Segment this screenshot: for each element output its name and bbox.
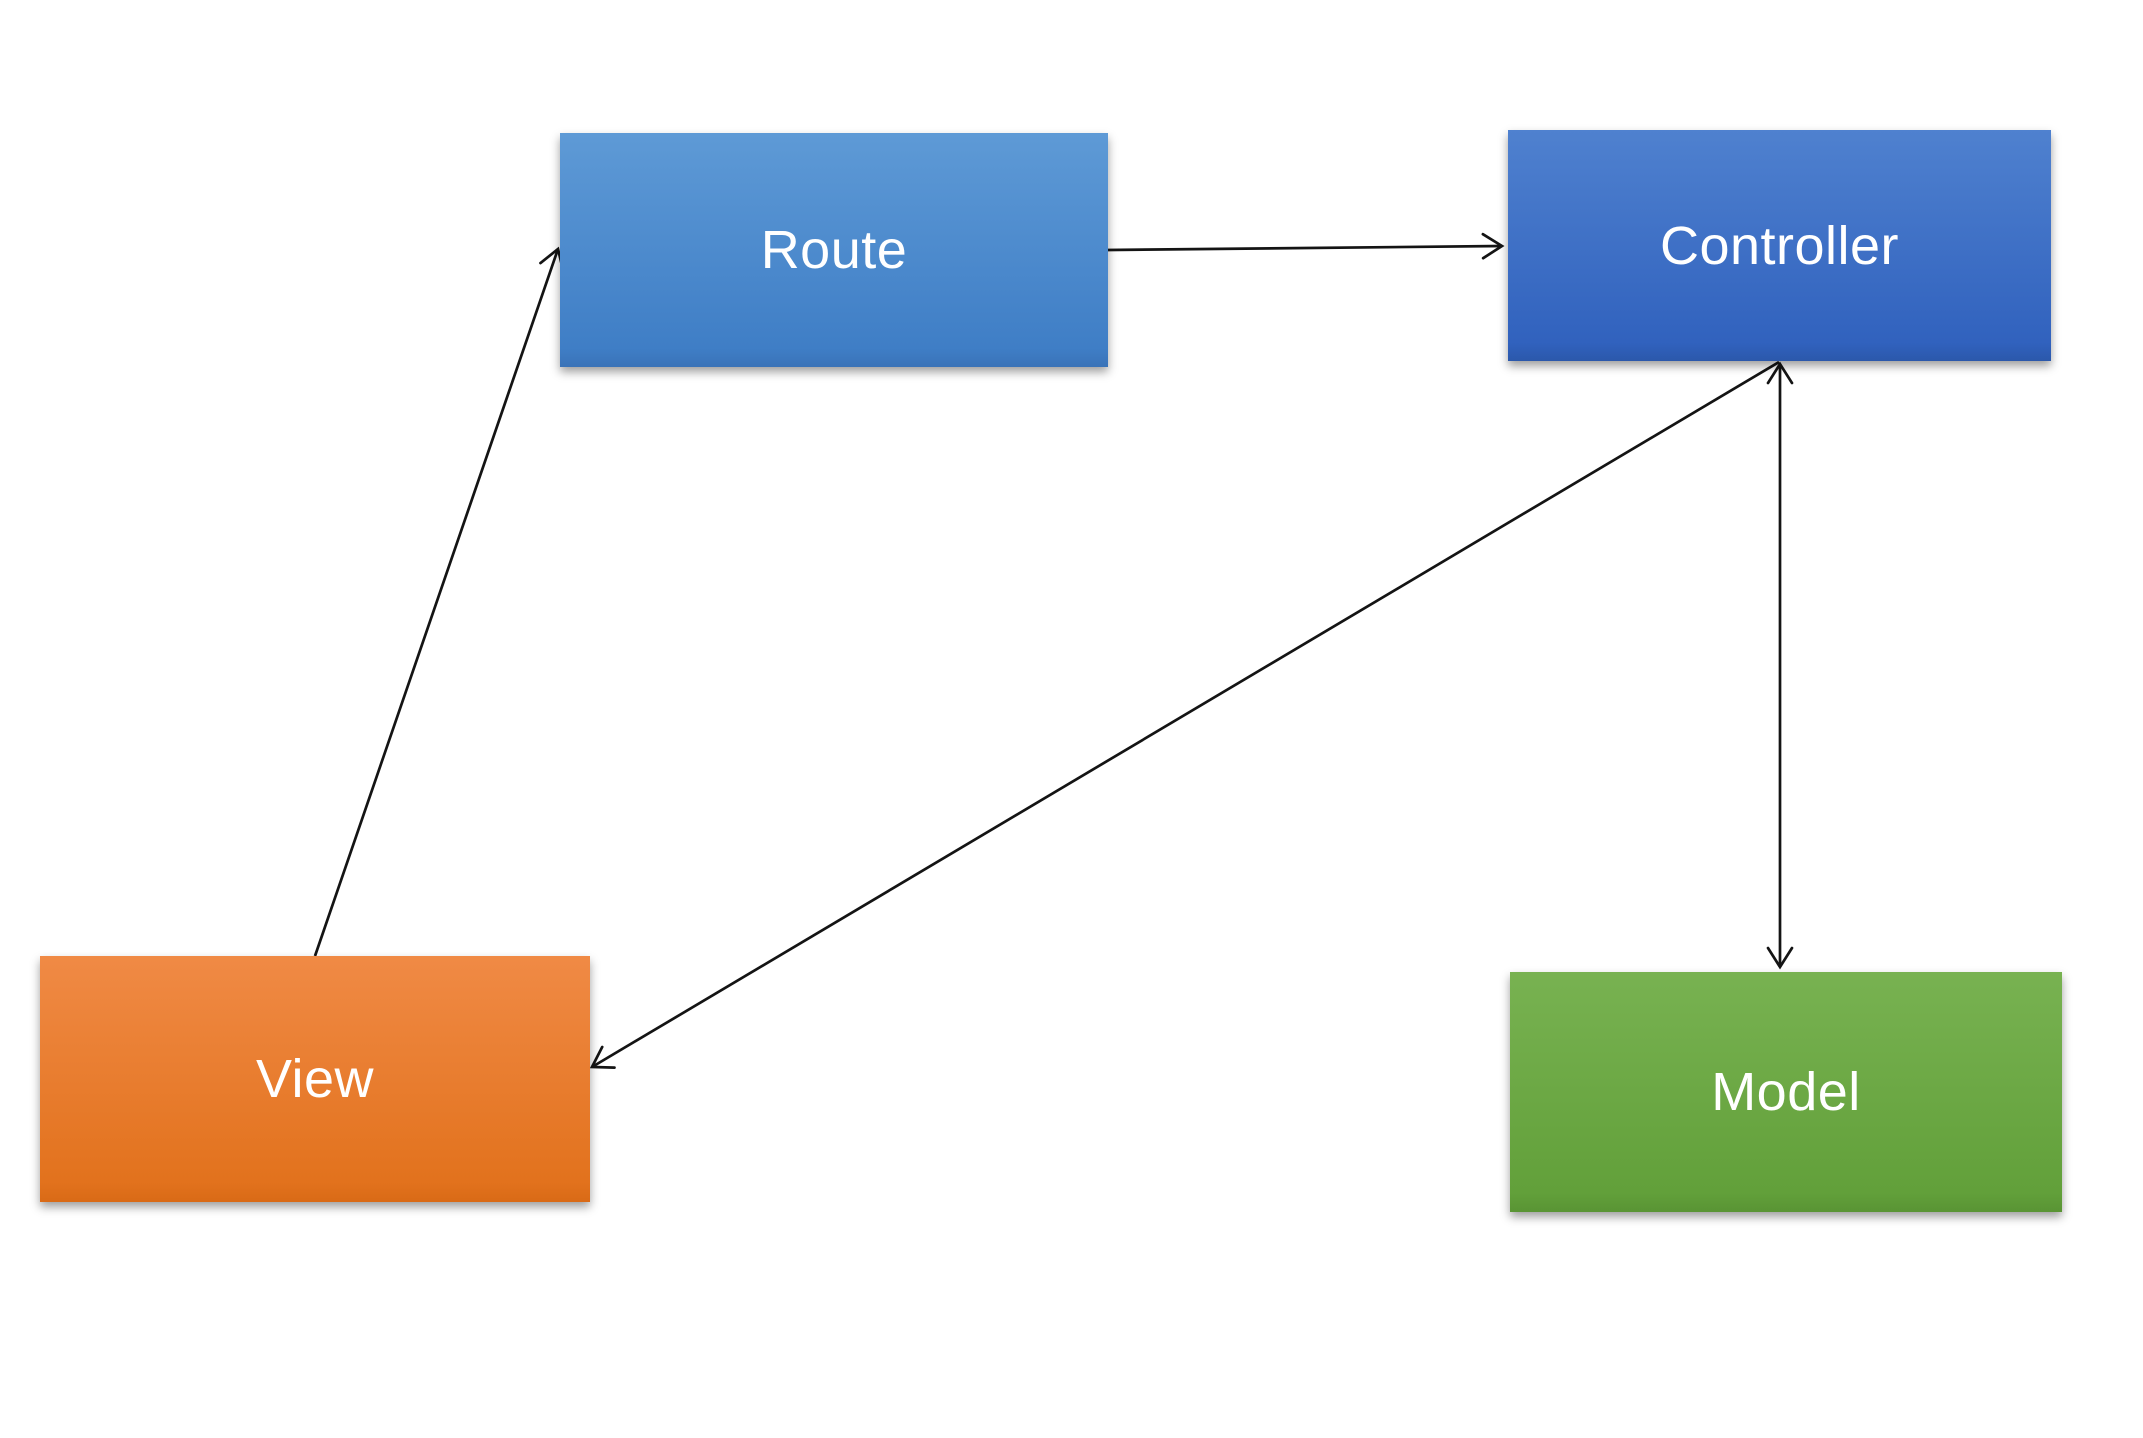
node-model-label: Model: [1711, 1062, 1861, 1122]
node-controller-label: Controller: [1659, 215, 1900, 276]
node-controller: Controller: [1508, 130, 2051, 361]
arrow-view-to-route: [313, 246, 565, 957]
node-view: View: [40, 956, 590, 1202]
node-view-label: View: [255, 1049, 375, 1109]
node-route: Route: [560, 133, 1108, 367]
arrow-route-to-controller: [1107, 232, 1505, 260]
node-model: Model: [1510, 972, 2062, 1212]
node-route-label: Route: [760, 220, 908, 280]
arrow-controller-to-view: [589, 360, 1780, 1069]
